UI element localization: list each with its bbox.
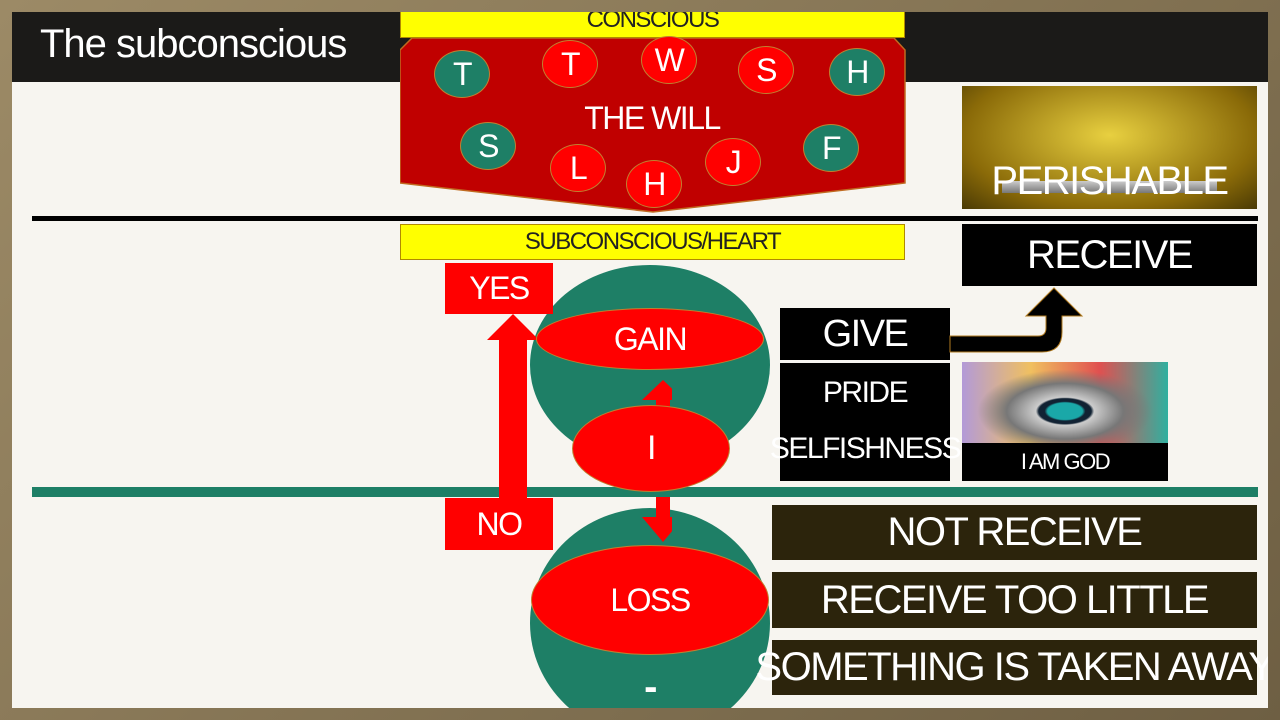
no-box: NO: [445, 498, 553, 550]
will-letter-w: W: [641, 36, 697, 84]
i-am-god-label: I AM GOD: [962, 443, 1168, 481]
eye-image: [962, 362, 1168, 444]
outcome-receive-too-little: RECEIVE TOO LITTLE: [772, 572, 1257, 628]
outcome-taken-away: SOMETHING IS TAKEN AWAY: [755, 640, 1268, 695]
outcome-not-receive: NOT RECEIVE: [772, 505, 1257, 560]
gain-ellipse: GAIN: [536, 308, 764, 370]
will-letter-h: H: [829, 48, 885, 96]
will-letter-s: S: [738, 46, 794, 94]
selfishness-label: SELFISHNESS: [769, 432, 962, 465]
will-letter-h: H: [626, 160, 682, 208]
i-to-loss-arrow: [642, 497, 672, 542]
will-letter-s: S: [460, 122, 516, 170]
will-letter-t: T: [434, 50, 490, 98]
give-to-receive-arrow: [949, 287, 1084, 353]
treasure-chest-image: PERISHABLE: [962, 86, 1257, 209]
will-label: THE WILL: [584, 99, 721, 136]
heart-divider: [32, 487, 1258, 497]
i-ellipse: I: [572, 405, 730, 492]
conscious-label: CONSCIOUS: [400, 12, 905, 38]
pride-selfishness-box: PRIDE SELFISHNESS: [769, 363, 962, 481]
will-letter-f: F: [803, 124, 859, 172]
will-letter-l: L: [550, 144, 606, 192]
chest-band: [1002, 181, 1217, 193]
receive-box: RECEIVE: [962, 224, 1257, 286]
slide-title: The subconscious: [40, 22, 347, 66]
perishable-label: PERISHABLE: [991, 158, 1229, 203]
yes-box: YES: [445, 263, 553, 314]
loss-ellipse: LOSS: [531, 545, 769, 655]
give-box: GIVE: [780, 308, 950, 360]
minus-sign: -: [644, 664, 657, 709]
will-letter-t: T: [542, 40, 598, 88]
will-letter-j: J: [705, 138, 761, 186]
conscious-divider: [32, 216, 1258, 221]
pride-label: PRIDE: [822, 376, 909, 409]
no-to-yes-arrow: [487, 314, 539, 500]
subconscious-label: SUBCONSCIOUS/HEART: [400, 224, 905, 260]
